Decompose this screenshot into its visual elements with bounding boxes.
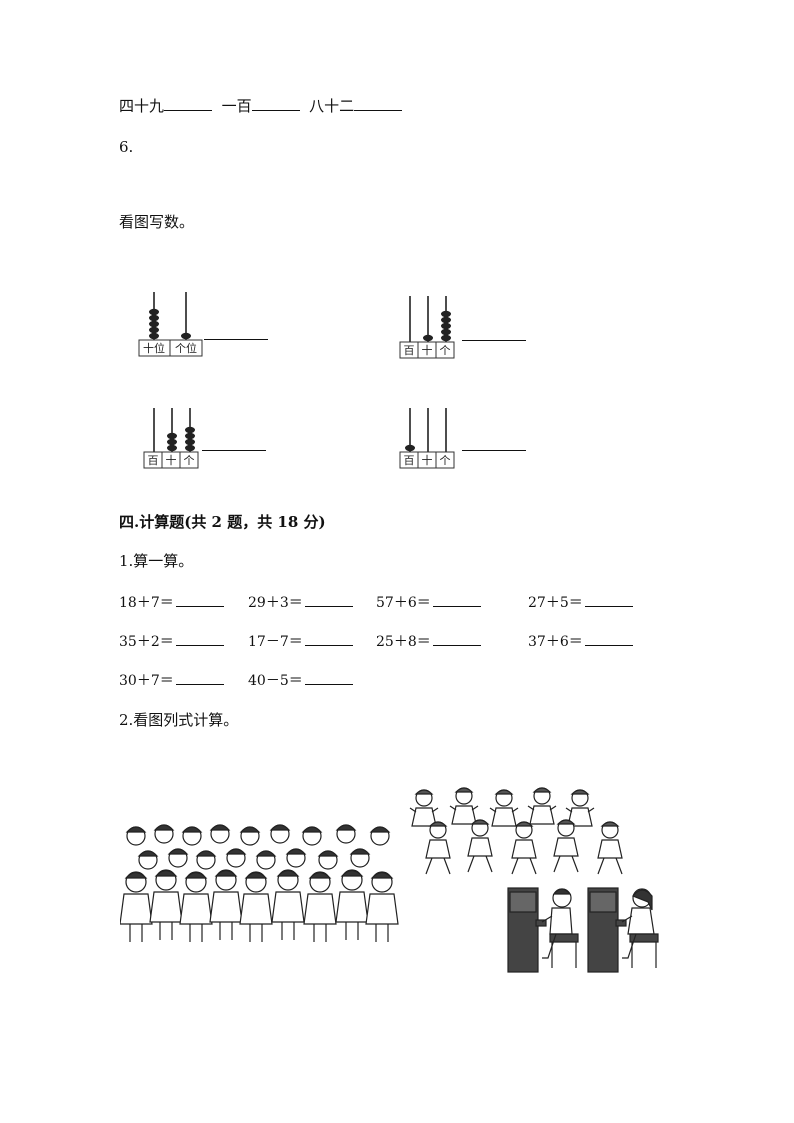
calc-expression: 35＋2＝ (119, 634, 174, 650)
calc-item: 57＋6＝ (376, 592, 481, 613)
abacus-3: 百 十 个 (143, 408, 199, 469)
abacus-2-label-ones: 个 (440, 344, 451, 357)
abacus-4-answer-line[interactable] (462, 450, 526, 451)
calc-item: 29＋3＝ (248, 592, 353, 613)
abacus-4-label-ones: 个 (440, 454, 451, 467)
choir-legs (129, 922, 389, 942)
abacus-1: 十位 个位 (138, 292, 203, 357)
calc-answer-blank[interactable] (175, 631, 224, 646)
calc-answer-blank[interactable] (304, 631, 353, 646)
calc-answer-blank[interactable] (304, 592, 353, 607)
calc-q1-title: 1.算一算。 (119, 552, 194, 570)
abacus-3-label-ones: 个 (184, 454, 195, 467)
calc-expression: 57＋6＝ (376, 595, 431, 611)
calc-answer-blank[interactable] (432, 592, 481, 607)
abacus-2-beads-tens (423, 334, 433, 342)
calc-answer-blank[interactable] (584, 592, 633, 607)
fill-in-item-1: 四十九 (119, 97, 165, 115)
calc-expression: 17－7＝ (248, 634, 303, 650)
calc-expression: 18＋7＝ (119, 595, 174, 611)
calc-answer-blank[interactable] (175, 592, 224, 607)
dancers-front-row (425, 819, 623, 875)
choir-children-illustration (120, 824, 399, 942)
question-6-instruction: 看图写数。 (119, 213, 195, 231)
abacus-1-beads-tens (149, 308, 159, 340)
choir-bodies (120, 891, 399, 925)
abacus-2-label-tens: 十 (422, 343, 433, 357)
calc-answer-blank[interactable] (432, 631, 481, 646)
abacus-4: 百 十 个 (399, 408, 455, 469)
fill-in-item-2: 一百 (221, 97, 252, 115)
abacus-3-label-tens: 十 (166, 453, 177, 467)
pianist-2 (621, 888, 659, 968)
pianist-1 (541, 888, 579, 968)
abacus-4-label-tens: 十 (422, 453, 433, 467)
abacus-3-label-hundreds: 百 (148, 454, 159, 467)
answer-blank-3[interactable] (354, 96, 403, 111)
question-6-number: 6. (119, 138, 134, 156)
calc-item: 27＋5＝ (528, 592, 633, 613)
abacus-3-answer-line[interactable] (202, 450, 266, 451)
abacus-2-label-hundreds: 百 (404, 344, 415, 357)
calc-answer-blank[interactable] (304, 670, 353, 685)
abacus-4-label-hundreds: 百 (404, 454, 415, 467)
answer-blank-1[interactable] (164, 96, 213, 111)
abacus-3-beads-ones (185, 426, 195, 452)
calc-item: 18＋7＝ (119, 592, 224, 613)
piano-2 (587, 887, 627, 973)
dancing-girls-illustration (409, 787, 623, 875)
calc-answer-blank[interactable] (175, 670, 224, 685)
calc-item: 25＋8＝ (376, 631, 481, 652)
calc-expression: 30＋7＝ (119, 673, 174, 689)
answer-blank-2[interactable] (251, 96, 300, 111)
calc-expression: 37＋6＝ (528, 634, 583, 650)
calc-expression: 29＋3＝ (248, 595, 303, 611)
calc-expression: 40－5＝ (248, 673, 303, 689)
calc-item: 30＋7＝ (119, 670, 224, 691)
calc-expression: 25＋8＝ (376, 634, 431, 650)
piano-players-illustration (507, 887, 659, 973)
abacus-1-label-tens: 十位 (143, 341, 165, 355)
fill-in-line: 四十九 一百 八十二 (119, 96, 403, 116)
abacus-2-answer-line[interactable] (462, 340, 526, 341)
calc-q2-title: 2.看图列式计算。 (119, 711, 239, 729)
abacus-1-label-ones: 个位 (175, 341, 197, 355)
abacus-1-beads-ones (181, 332, 191, 340)
dancers-back-row (409, 787, 595, 827)
piano-1 (507, 887, 547, 973)
calc-answer-blank[interactable] (584, 631, 633, 646)
abacus-1-answer-line[interactable] (204, 339, 268, 340)
abacus-3-beads-tens (167, 432, 177, 452)
calc-item: 35＋2＝ (119, 631, 224, 652)
calc-expression: 27＋5＝ (528, 595, 583, 611)
abacus-2-beads-ones (441, 310, 451, 342)
abacus-4-beads-hundreds (405, 444, 415, 452)
section-4-title: 四.计算题(共 2 题，共 18 分) (119, 513, 326, 531)
calc-item: 40－5＝ (248, 670, 353, 691)
calc-item: 37＋6＝ (528, 631, 633, 652)
fill-in-item-3: 八十二 (309, 97, 355, 115)
abacus-2: 百 十 个 (399, 296, 455, 359)
calc-item: 17－7＝ (248, 631, 353, 652)
